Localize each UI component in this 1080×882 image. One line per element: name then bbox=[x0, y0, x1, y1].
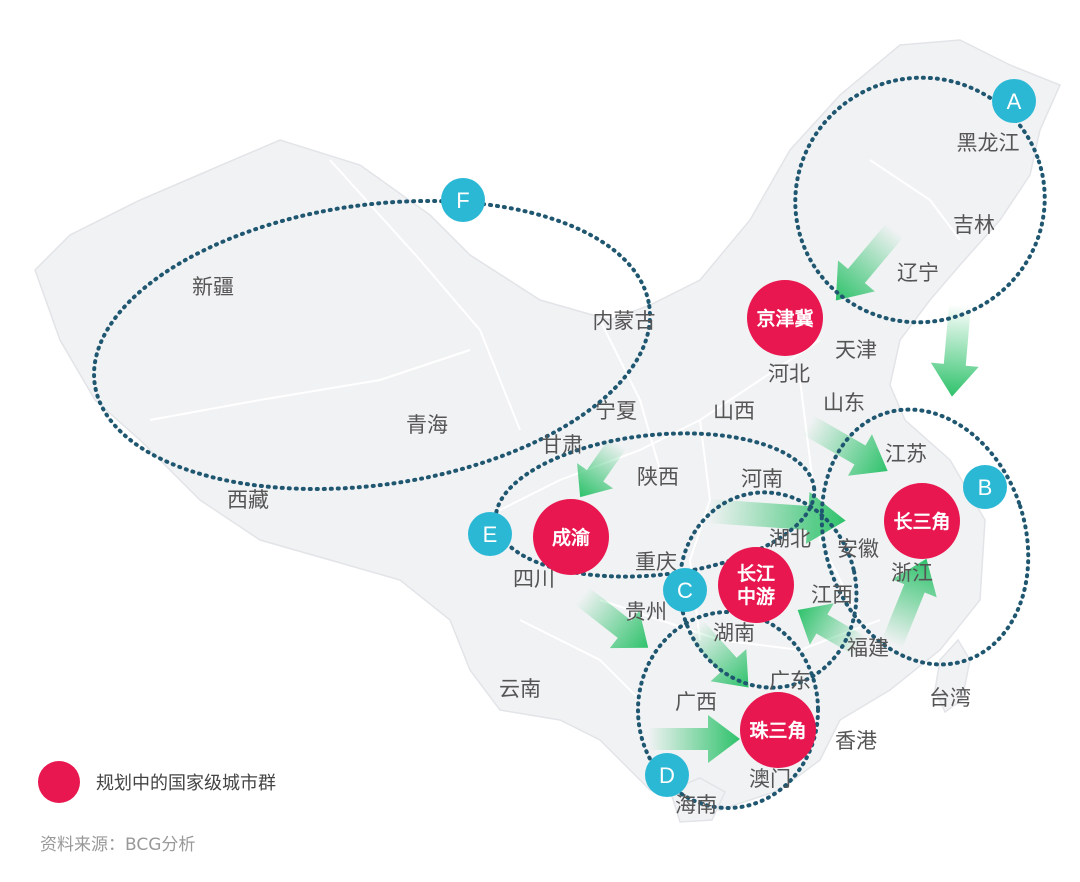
flow-arrow bbox=[835, 222, 904, 301]
province-label-hubei: 湖北 bbox=[769, 527, 811, 551]
flow-arrow bbox=[881, 558, 937, 649]
hub-label-jingjinji: 京津冀 bbox=[756, 307, 813, 330]
province-label-shaanxi: 陕西 bbox=[637, 465, 679, 489]
hub-changsanjiao: 长三角 bbox=[884, 483, 960, 559]
legend: 规划中的国家级城市群 bbox=[38, 761, 276, 803]
cluster-badges: A B C D E F bbox=[441, 79, 1036, 797]
flow-arrow bbox=[575, 587, 649, 649]
province-label-zhejiang: 浙江 bbox=[891, 561, 933, 585]
hub-label-changjiang-line2: 中游 bbox=[737, 585, 775, 608]
province-label-guangdong: 广东 bbox=[769, 669, 811, 693]
province-label-xizang: 西藏 bbox=[227, 488, 269, 512]
province-label-neimenggu: 内蒙古 bbox=[593, 309, 656, 333]
province-label-xianggang: 香港 bbox=[835, 729, 877, 753]
badge-A: A bbox=[992, 79, 1036, 123]
svg-text:E: E bbox=[483, 522, 498, 547]
cluster-outline-A bbox=[793, 75, 1047, 325]
svg-text:F: F bbox=[456, 188, 469, 213]
province-label-jiangsu: 江苏 bbox=[885, 442, 927, 466]
flow-arrow bbox=[797, 603, 866, 656]
province-label-henan: 河南 bbox=[741, 467, 783, 491]
province-labels: 黑龙江 吉林 辽宁 天津 河北 新疆 内蒙古 青海 宁夏 山西 山东 甘肃 西藏… bbox=[192, 131, 1020, 817]
province-label-shanxi: 山西 bbox=[713, 399, 755, 423]
cluster-outline-C bbox=[677, 490, 859, 690]
province-label-taiwan: 台湾 bbox=[929, 686, 971, 710]
flow-arrow bbox=[686, 620, 749, 688]
province-label-yunnan: 云南 bbox=[499, 677, 541, 701]
hub-label-changsanjiao: 长三角 bbox=[893, 510, 950, 533]
hub-chengyu: 成渝 bbox=[533, 499, 609, 575]
hub-changjiang: 长江 中游 bbox=[718, 547, 794, 623]
city-cluster-hubs: 京津冀 长三角 成渝 长江 中游 珠三角 bbox=[533, 280, 960, 768]
province-label-xinjiang: 新疆 bbox=[192, 275, 234, 299]
flow-arrows bbox=[575, 222, 979, 763]
badge-D: D bbox=[645, 753, 689, 797]
hub-label-zhusanjiao: 珠三角 bbox=[749, 719, 806, 742]
province-label-aomen: 澳门 bbox=[749, 767, 791, 791]
province-label-gansu: 甘肃 bbox=[541, 433, 583, 457]
province-label-sichuan: 四川 bbox=[513, 567, 555, 591]
flow-arrow bbox=[930, 304, 979, 397]
svg-text:B: B bbox=[978, 475, 993, 500]
province-label-shandong: 山东 bbox=[823, 391, 865, 415]
province-label-qinghai: 青海 bbox=[406, 413, 448, 437]
flow-arrow bbox=[648, 715, 740, 763]
province-label-guangxi: 广西 bbox=[675, 690, 717, 714]
province-label-hainan: 海南 bbox=[675, 793, 717, 817]
svg-text:D: D bbox=[659, 763, 675, 788]
badge-E: E bbox=[468, 512, 512, 556]
flow-arrow bbox=[577, 437, 627, 498]
source-note: 资料来源：BCG分析 bbox=[40, 835, 196, 855]
legend-label: 规划中的国家级城市群 bbox=[96, 773, 276, 794]
cluster-outline-F bbox=[92, 198, 652, 492]
cluster-outline-E bbox=[493, 431, 817, 579]
province-label-fujian: 福建 bbox=[847, 636, 889, 660]
province-label-hebei: 河北 bbox=[768, 362, 810, 386]
legend-hub-swatch bbox=[38, 761, 80, 803]
badge-F: F bbox=[441, 178, 485, 222]
cluster-outline-B bbox=[819, 407, 1031, 667]
china-land-shape bbox=[34, 39, 1062, 811]
svg-text:A: A bbox=[1007, 89, 1022, 114]
svg-text:C: C bbox=[677, 578, 693, 603]
flow-arrow bbox=[802, 415, 888, 476]
province-label-anhui: 安徽 bbox=[837, 537, 879, 561]
hub-jingjinji: 京津冀 bbox=[747, 280, 823, 356]
badge-B: B bbox=[963, 465, 1007, 509]
province-label-tianjin: 天津 bbox=[835, 338, 877, 362]
province-label-chongqing: 重庆 bbox=[635, 550, 677, 574]
province-label-hunan: 湖南 bbox=[713, 621, 755, 645]
province-label-jiangxi: 江西 bbox=[811, 583, 853, 607]
cluster-outlines bbox=[92, 75, 1047, 810]
hub-zhusanjiao: 珠三角 bbox=[740, 692, 816, 768]
province-label-liaoning: 辽宁 bbox=[897, 261, 939, 285]
cluster-outline-D bbox=[636, 610, 820, 810]
province-label-heilongjiang: 黑龙江 bbox=[957, 131, 1020, 155]
taiwan-shape bbox=[934, 638, 971, 714]
hub-label-chengyu: 成渝 bbox=[552, 526, 591, 549]
province-label-jilin: 吉林 bbox=[953, 213, 995, 237]
badge-C: C bbox=[663, 568, 707, 612]
hub-label-changjiang-line1: 长江 bbox=[737, 563, 775, 585]
province-label-ningxia: 宁夏 bbox=[595, 399, 637, 423]
province-label-guizhou: 贵州 bbox=[625, 600, 667, 624]
